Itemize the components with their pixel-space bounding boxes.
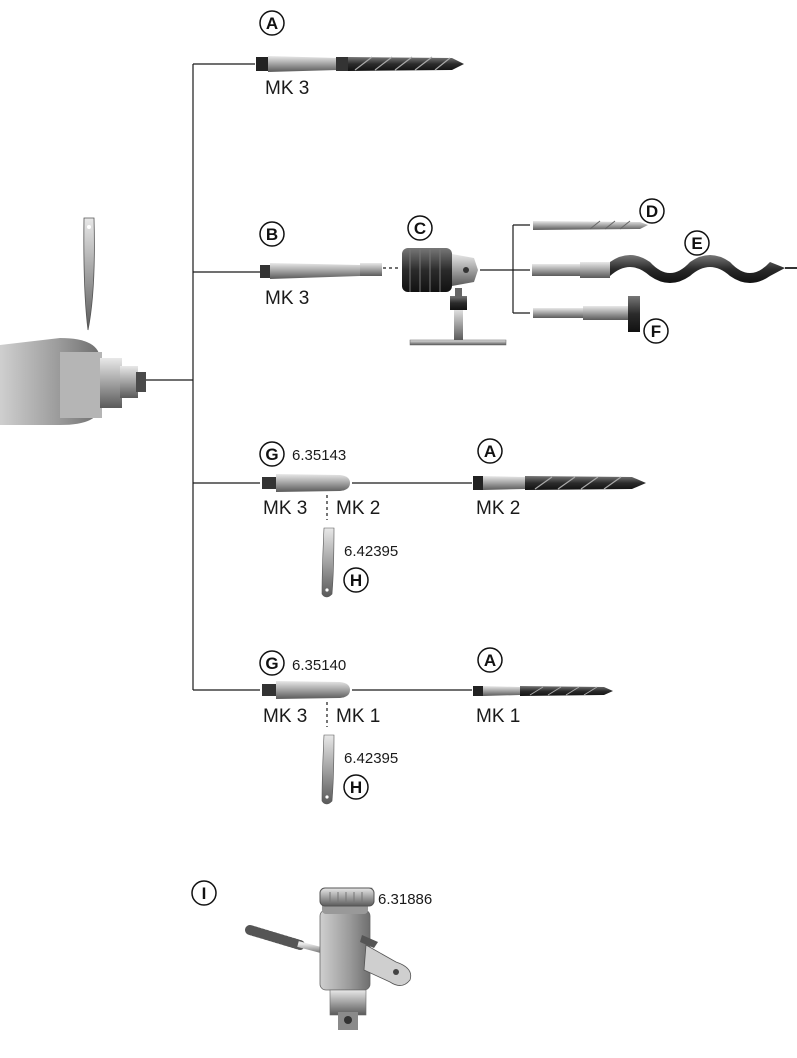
callout-c: C xyxy=(407,215,433,241)
callout-g2-letter: G xyxy=(265,654,278,673)
auger-bit-e xyxy=(532,255,797,283)
callout-d-letter: D xyxy=(646,202,658,221)
callout-a1-letter: A xyxy=(266,14,278,33)
label-g1-right: MK 2 xyxy=(336,498,380,519)
tapered-twist-drill-mk3 xyxy=(256,56,464,72)
drill-machine-with-handle xyxy=(245,887,412,1030)
callout-f: F xyxy=(643,318,669,344)
label-b-taper: MK 3 xyxy=(265,288,309,309)
callout-e: E xyxy=(684,230,710,256)
label-a3-taper: MK 1 xyxy=(476,706,520,727)
part-number-g1: 6.35143 xyxy=(292,447,346,464)
tapered-twist-drill-mk1 xyxy=(473,686,613,696)
part-number-g2: 6.35140 xyxy=(292,657,346,674)
arbor-mk3 xyxy=(260,263,382,279)
connection-lines xyxy=(146,63,530,727)
drift-key-h2-icon xyxy=(321,734,335,805)
callout-a2-letter: A xyxy=(484,442,496,461)
callout-a2: A xyxy=(477,438,503,464)
callout-b-letter: B xyxy=(266,225,278,244)
callout-h2-letter: H xyxy=(350,778,362,797)
drift-key-h1-icon xyxy=(321,527,335,598)
callout-e-letter: E xyxy=(691,234,702,253)
callout-i: I xyxy=(191,880,217,906)
callout-h2: H xyxy=(343,774,369,800)
callout-i-letter: I xyxy=(202,884,207,903)
reducing-sleeve-mk3-mk2 xyxy=(262,474,350,492)
callout-a1: A xyxy=(259,10,285,36)
callout-a3-letter: A xyxy=(484,651,496,670)
callout-g1: G xyxy=(259,441,285,467)
callout-f-letter: F xyxy=(651,322,661,341)
chuck-key xyxy=(409,288,507,346)
drill-machine-head xyxy=(0,338,146,425)
drill-chuck xyxy=(402,248,478,292)
label-a1-taper: MK 3 xyxy=(265,78,309,99)
reducing-sleeve-mk3-mk1 xyxy=(262,681,350,699)
part-number-h2: 6.42395 xyxy=(344,750,398,767)
part-number-i: 6.31886 xyxy=(378,891,432,908)
callout-g2: G xyxy=(259,650,285,676)
callout-a3: A xyxy=(477,647,503,673)
part-number-h1: 6.42395 xyxy=(344,543,398,560)
label-g1-left: MK 3 xyxy=(263,498,307,519)
tapered-twist-drill-mk2 xyxy=(473,476,646,490)
callout-c-letter: C xyxy=(414,219,426,238)
label-g2-right: MK 1 xyxy=(336,706,380,727)
forstner-bit-f xyxy=(533,296,640,332)
callout-b: B xyxy=(259,221,285,247)
callout-g1-letter: G xyxy=(265,445,278,464)
label-g2-left: MK 3 xyxy=(263,706,307,727)
label-a2-taper: MK 2 xyxy=(476,498,520,519)
callout-d: D xyxy=(639,198,665,224)
callout-h1: H xyxy=(343,567,369,593)
callout-h1-letter: H xyxy=(350,571,362,590)
drift-key-icon xyxy=(83,217,95,331)
twist-drill-d xyxy=(533,220,648,230)
